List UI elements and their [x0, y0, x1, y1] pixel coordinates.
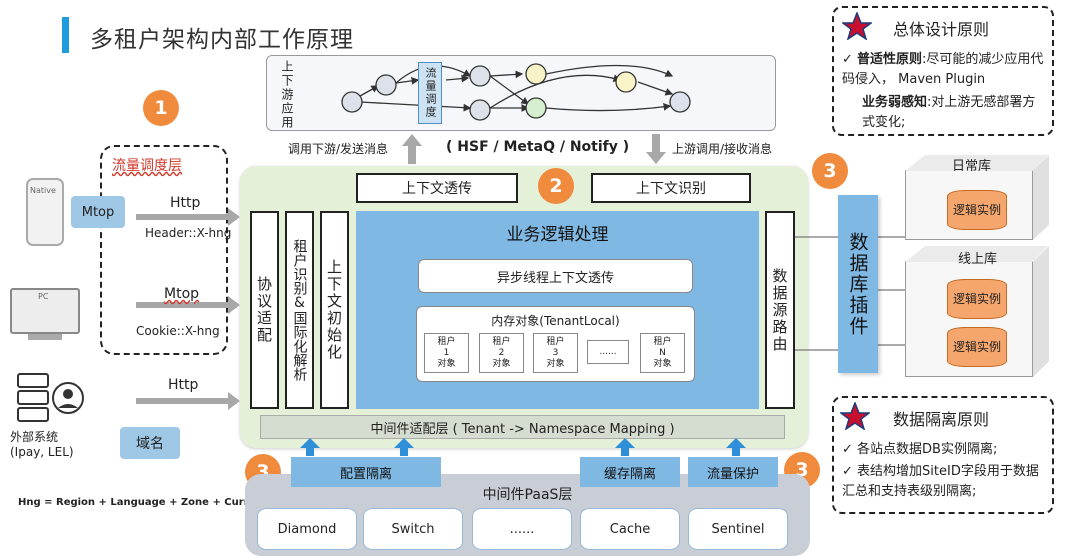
external-system-label: 外部系统 (Ipay, LEL)	[10, 430, 74, 459]
online-db-label: 线上库	[958, 252, 998, 267]
pc-stand	[28, 334, 62, 340]
title-accent-bar	[62, 17, 69, 53]
overall-principle-1: ✓ 普适性原则:尽可能的减少应用代码侵入， Maven Plugin	[842, 52, 1044, 87]
sentinel-store: Sentinel	[688, 508, 788, 550]
mtop-label-2: Mtop	[164, 286, 200, 302]
online-db-side	[1033, 246, 1049, 377]
star-icon-overall	[842, 12, 872, 40]
updown-label: 上下游应用	[280, 60, 294, 130]
hng-formula: Hng = Region + Language + Zone + Currenc…	[18, 497, 275, 508]
header-xhng-label: Header::X-hng	[145, 226, 232, 240]
cookie-xhng-label: Cookie::X-hng	[136, 324, 220, 338]
tenant-identify-box: 租户识别&国际化解析	[285, 211, 314, 409]
mem-obj-title: 内存对象(TenantLocal)	[491, 314, 620, 328]
daily-db-top	[905, 155, 1048, 171]
traffic-layer-label: 流量调度层	[112, 158, 182, 174]
protocols-label: ( HSF / MetaQ / Notify )	[446, 139, 630, 155]
pc-label: PC	[38, 292, 49, 301]
tenant-obj-ellipsis: ......	[587, 340, 629, 364]
domain-box: 域名	[120, 427, 180, 459]
overall-principle-2: 业务弱感知:对上游无感部署方式变化;	[862, 95, 1036, 130]
datasource-route-box: 数据源路由	[765, 211, 795, 409]
isolation-principles-title: 数据隔离原则	[893, 410, 990, 429]
isolation-principle-2: ✓ 表结构增加SiteID字段用于数据汇总和支持表级别隔离;	[842, 464, 1039, 499]
db-plugin-box: 数据库插件	[838, 195, 878, 373]
call-down-label: 调用下游/发送消息	[288, 142, 389, 156]
cache-isolation-box: 缓存隔离	[580, 457, 680, 487]
flow-protect-box: 流量保护	[688, 457, 778, 487]
http-label-1: Http	[170, 195, 201, 211]
native-label: Native	[30, 186, 56, 195]
mw-adapter-bar: 中间件适配层 ( Tenant -> Namespace Mapping )	[260, 415, 785, 439]
cache-store: Cache	[580, 508, 680, 550]
online-logic-instance-2: 逻辑实例	[947, 327, 1007, 367]
pc-monitor	[10, 288, 80, 334]
ellipsis-store: ......	[472, 508, 572, 550]
down-arrow	[646, 134, 666, 164]
traffic-layer-box	[100, 145, 228, 355]
step-2-badge: 2	[538, 168, 574, 204]
config-isolation-box: 配置隔离	[291, 457, 441, 487]
paas-layer-label: 中间件PaaS层	[482, 487, 573, 503]
daily-db-side	[1033, 155, 1049, 240]
daily-db-label: 日常库	[952, 159, 992, 174]
native-device	[26, 178, 64, 246]
daily-logic-instance: 逻辑实例	[947, 190, 1007, 230]
step-1-badge: 1	[143, 90, 179, 126]
mtop-box: Mtop	[71, 196, 125, 228]
step-3-badge-db: 3	[812, 153, 848, 189]
up-arrow	[402, 134, 422, 164]
online-logic-instance-1: 逻辑实例	[947, 279, 1007, 319]
diamond-store: Diamond	[257, 508, 357, 550]
traffic-dispatch-box: 流量调度	[418, 62, 442, 124]
context-pass-box: 上下文透传	[356, 173, 518, 203]
page-title: 多租户架构内部工作原理	[90, 27, 354, 53]
isolation-principle-1: ✓ 各站点数据DB实例隔离;	[842, 442, 998, 457]
left-arrows	[136, 208, 240, 410]
star-icon-isolation	[840, 402, 870, 430]
overall-principles-box	[832, 6, 1054, 136]
context-identify-box: 上下文识别	[591, 173, 751, 203]
context-init-box: 上下文初始化	[320, 211, 349, 409]
isolation-principles-box	[832, 396, 1054, 514]
http-label-3: Http	[168, 377, 199, 393]
overall-principles-title: 总体设计原则	[893, 20, 990, 39]
online-db-top	[905, 246, 1048, 262]
updown-graph	[341, 63, 691, 121]
biz-logic-title: 业务逻辑处理	[506, 225, 609, 245]
server-icon	[17, 373, 84, 422]
async-ctx-box: 异步线程上下文透传	[418, 259, 693, 293]
switch-store: Switch	[363, 508, 463, 550]
protocol-adapt-box: 协议适配	[250, 211, 279, 409]
call-up-label: 上游调用/接收消息	[672, 142, 773, 156]
